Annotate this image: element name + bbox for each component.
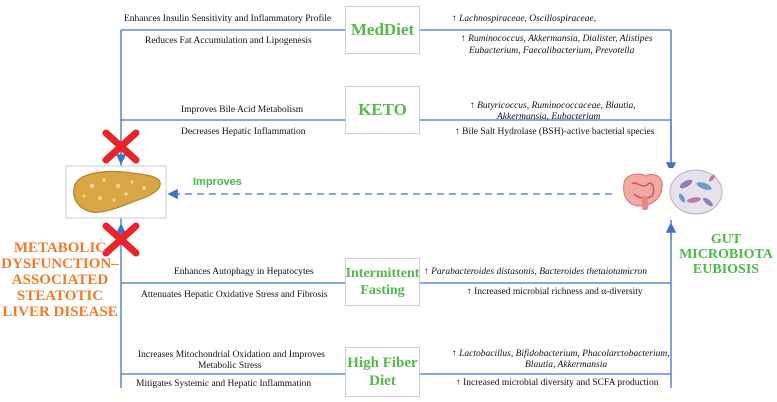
liver-disease-line2: DYSFUNCTION– (1, 256, 119, 272)
gut-line2: MICROBIOTA (679, 247, 773, 262)
keto-box: KETO (345, 86, 420, 134)
meddiet-box: MedDiet (345, 6, 420, 54)
if-effect-bottom: Attenuates Hepatic Oxidative Stress and … (141, 290, 328, 300)
liver-disease-line3: ASSOCIATED (11, 272, 109, 288)
meddiet-microbe-line2: ↑ Ruminococcus, Akkermansia, Dialister, … (461, 34, 653, 44)
if-microbe-line1: ↑ Parabacteroides distasonis, Bacteroide… (424, 267, 647, 277)
fiber-effect-top2: Metabolic Stress (198, 361, 262, 371)
if-label-line1: Intermittent (345, 266, 420, 281)
fiber-effect-top1: Increases Mitochondrial Oxidation and Im… (138, 350, 325, 360)
gut-line1: GUT (710, 232, 742, 247)
liver-disease-line4: STEATOTIC (16, 288, 104, 304)
meddiet-microbe-line3: Eubacterium, Faecalibacterium, Prevotell… (469, 46, 635, 56)
if-label-line2: Fasting (360, 283, 405, 298)
keto-microbe-line3: ↑ Bile Salt Hydrolase (BSH)-active bacte… (455, 127, 655, 137)
meddiet-effect-top: Enhances Insulin Sensitivity and Inflamm… (124, 14, 332, 24)
cross-top-icon (102, 129, 140, 164)
intermittent-fasting-box: Intermittent Fasting (345, 258, 420, 306)
if-effect-top: Enhances Autophagy in Hepatocytes (174, 267, 314, 277)
gut-microbiota-icon (617, 168, 725, 220)
keto-label: KETO (358, 100, 407, 119)
keto-microbe-line1: ↑ Butyricoccus, Ruminococcaceae, Blautia… (470, 101, 636, 111)
fiber-microbe-line1: ↑ Lactobacillus, Bifidobacterium, Phacol… (452, 349, 670, 359)
liver-icon (65, 165, 167, 219)
fiber-microbe-line2: Blautia, Akkermansia (525, 360, 608, 370)
liver-disease-line1: METABOLIC (13, 240, 107, 256)
improves-label: Improves (193, 176, 242, 188)
liver-disease-line5: LIVER DISEASE (2, 304, 118, 320)
if-microbe-line2: ↑ Increased microbial richness and α-div… (467, 287, 643, 297)
gut-line3: EUBIOSIS (692, 262, 760, 277)
fiber-label-line2: Diet (369, 373, 396, 389)
high-fiber-box: High Fiber Diet (345, 347, 420, 397)
keto-effect-top: Improves Bile Acid Metabolism (181, 105, 304, 115)
gut-eubiosis-label: GUT MICROBIOTA EUBIOSIS (675, 232, 777, 277)
cross-bottom-icon (102, 222, 140, 257)
keto-microbe-line2: Akkermansia, Eubacterium (497, 112, 601, 122)
meddiet-effect-bottom: Reduces Fat Accumulation and Lipogenesis (145, 36, 312, 46)
liver-disease-label: METABOLIC DYSFUNCTION– ASSOCIATED STEATO… (0, 240, 120, 320)
fiber-label-line1: High Fiber (347, 355, 418, 371)
meddiet-label: MedDiet (350, 20, 415, 39)
fiber-microbe-line3: ↑ Increased microbial diversity and SCFA… (456, 378, 659, 388)
fiber-effect-bottom: Mitigates Systemic and Hepatic Inflammat… (136, 379, 312, 389)
keto-effect-bottom: Decreases Hepatic Inflammation (181, 127, 306, 137)
meddiet-microbe-line1: ↑ Lachnospiraceae, Oscillospiraceae, (452, 14, 597, 24)
